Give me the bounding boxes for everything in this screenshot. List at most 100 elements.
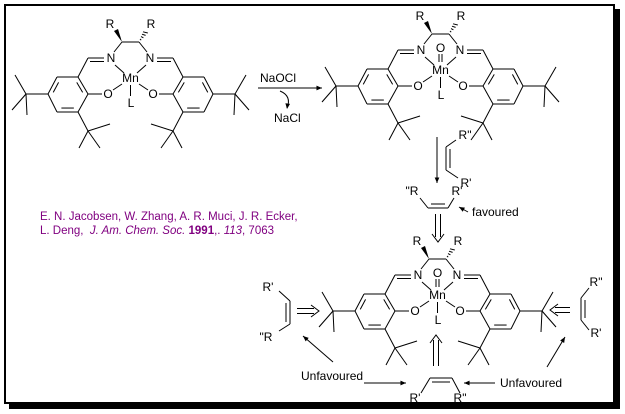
hash-bond	[140, 36, 144, 39]
favoured-label: favoured	[472, 205, 519, 219]
atom-r: R	[454, 234, 463, 248]
hash-bond	[452, 23, 458, 26]
hash-bond	[448, 250, 453, 253]
unfavoured-arrow-right-left	[464, 380, 495, 386]
bond	[479, 274, 491, 295]
ring-bond	[47, 76, 58, 95]
ring-bond	[47, 93, 58, 113]
citation-volume: 113	[223, 225, 243, 237]
bond	[445, 169, 459, 179]
atom-l: L	[435, 313, 442, 327]
atom-n: N	[146, 51, 155, 65]
ring-bond	[479, 293, 491, 312]
hash-bond	[449, 30, 452, 33]
n-mn-bond	[114, 64, 125, 74]
bond	[420, 258, 430, 270]
ring-double-bond	[362, 74, 370, 85]
bottom-alkene-r-dprime: R"	[454, 391, 467, 405]
bottom-approach-arrow	[429, 334, 443, 366]
hash-bond	[139, 38, 142, 41]
atom-o: O	[103, 87, 112, 101]
arrowhead	[459, 207, 465, 212]
methyl	[87, 123, 111, 132]
ring-bond	[482, 68, 494, 87]
hash-bond	[142, 31, 148, 34]
bond	[479, 328, 491, 349]
bond	[278, 290, 291, 302]
bond	[387, 103, 399, 124]
arrow-shaft	[546, 336, 566, 368]
o-mn-bond	[419, 300, 430, 308]
ring-double-bond	[177, 82, 185, 93]
bond	[419, 197, 429, 209]
hash-bond	[449, 248, 455, 251]
citation-line-1: E. N. Jacobsen, W. Zhang, A. R. Muci, J.…	[40, 211, 298, 223]
ring-bond	[172, 93, 184, 113]
ring-bond	[354, 293, 365, 312]
bond	[445, 139, 457, 148]
bond	[387, 49, 399, 70]
methyl	[397, 122, 411, 141]
citation-line-2: L. Deng, J. Am. Chem. Soc. 1991,. 113, 7…	[40, 224, 298, 238]
n-mn-bond	[443, 281, 454, 291]
methyl	[78, 130, 89, 149]
unfavoured-arrow-left-up	[302, 335, 334, 363]
atom-r: R	[147, 17, 156, 31]
citation-sep: ,.	[214, 225, 221, 237]
ring-bond	[77, 76, 89, 95]
wedge-bond	[421, 246, 429, 259]
left-alkene-r-dprime: "R	[260, 330, 273, 344]
atom-mn: Mn	[122, 71, 139, 85]
bond	[384, 274, 396, 295]
o-mn-bond	[138, 83, 149, 91]
hash-bond	[451, 25, 456, 28]
arrow-head	[549, 303, 559, 317]
hash-bond	[450, 28, 454, 31]
ring-bond	[357, 68, 368, 87]
ring-bond	[510, 293, 521, 312]
unfavoured-label-right: Unfavoured	[500, 376, 562, 390]
atom-r: R	[416, 9, 425, 23]
ring-double-bond	[359, 299, 367, 310]
bond	[448, 33, 458, 45]
methyl	[385, 347, 396, 366]
arrow-shaft	[302, 335, 334, 363]
methyl	[14, 74, 27, 95]
methyl	[467, 347, 481, 366]
curved-arrowhead	[285, 103, 291, 109]
methyl	[479, 347, 490, 366]
left-approach-arrow	[297, 304, 320, 318]
atom-mn: Mn	[429, 288, 446, 302]
ring-bond	[384, 310, 396, 330]
hash-bond	[141, 33, 146, 36]
citation-journal: J. Am. Chem. Soc.	[89, 225, 186, 237]
n-mn-bond	[446, 56, 457, 66]
atom-o: O	[413, 79, 422, 93]
ring-double-bond	[201, 82, 209, 93]
atom-n: N	[107, 51, 116, 65]
arrow-head	[431, 233, 445, 243]
ring-bond	[357, 85, 368, 105]
arrowhead	[303, 336, 309, 342]
methyl	[541, 291, 554, 312]
ring-double-bond	[487, 74, 495, 85]
bond	[172, 57, 184, 78]
bond	[77, 111, 89, 132]
methyl	[332, 310, 335, 333]
bond	[482, 49, 494, 70]
arrowhead	[560, 337, 565, 343]
bond	[580, 319, 590, 331]
methyl	[544, 85, 560, 103]
methyl	[388, 122, 399, 141]
ring-bond	[479, 310, 491, 330]
atom-o: O	[148, 87, 157, 101]
ring-double-bond	[484, 299, 492, 310]
atom-r: R	[413, 234, 422, 248]
atom-n: N	[453, 268, 462, 282]
reaction-arrow	[258, 85, 322, 91]
atom-oxo: O	[433, 266, 442, 280]
methyl	[394, 347, 408, 366]
ring-bond	[203, 93, 214, 113]
methyl	[335, 85, 338, 108]
